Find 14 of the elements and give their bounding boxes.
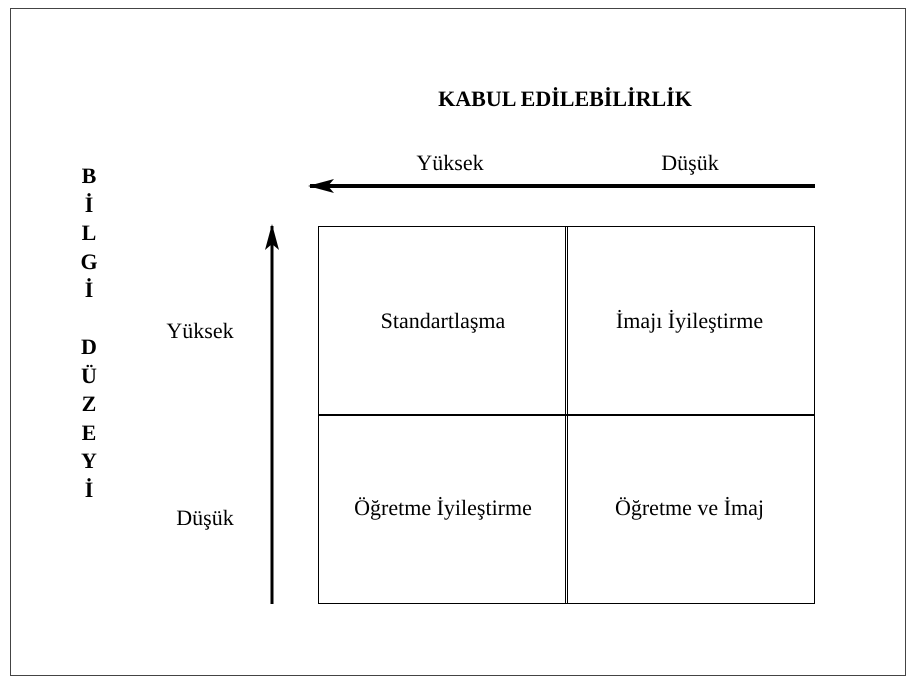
- cell-text: Standartlaşma: [380, 306, 506, 335]
- matrix-cell: [318, 226, 568, 416]
- vertical-axis-title: BİLGİ DÜZEYİ: [79, 162, 99, 504]
- matrix-cell: [318, 414, 568, 604]
- axis-label: Yüksek: [166, 318, 234, 344]
- cell-text: Öğretme İyileştirme: [354, 494, 532, 522]
- cell-text: İmajı İyileştirme: [616, 306, 764, 335]
- title: KABUL EDİLEBİLİRLİK: [437, 86, 693, 112]
- axis-label: Düşük: [661, 150, 719, 176]
- matrix-cell: [564, 414, 814, 604]
- axis-label: Düşük: [176, 505, 234, 531]
- cell-text: Öğretme ve İmaj: [614, 494, 764, 522]
- matrix-cell: [564, 226, 814, 416]
- axis-label: Yüksek: [416, 150, 484, 176]
